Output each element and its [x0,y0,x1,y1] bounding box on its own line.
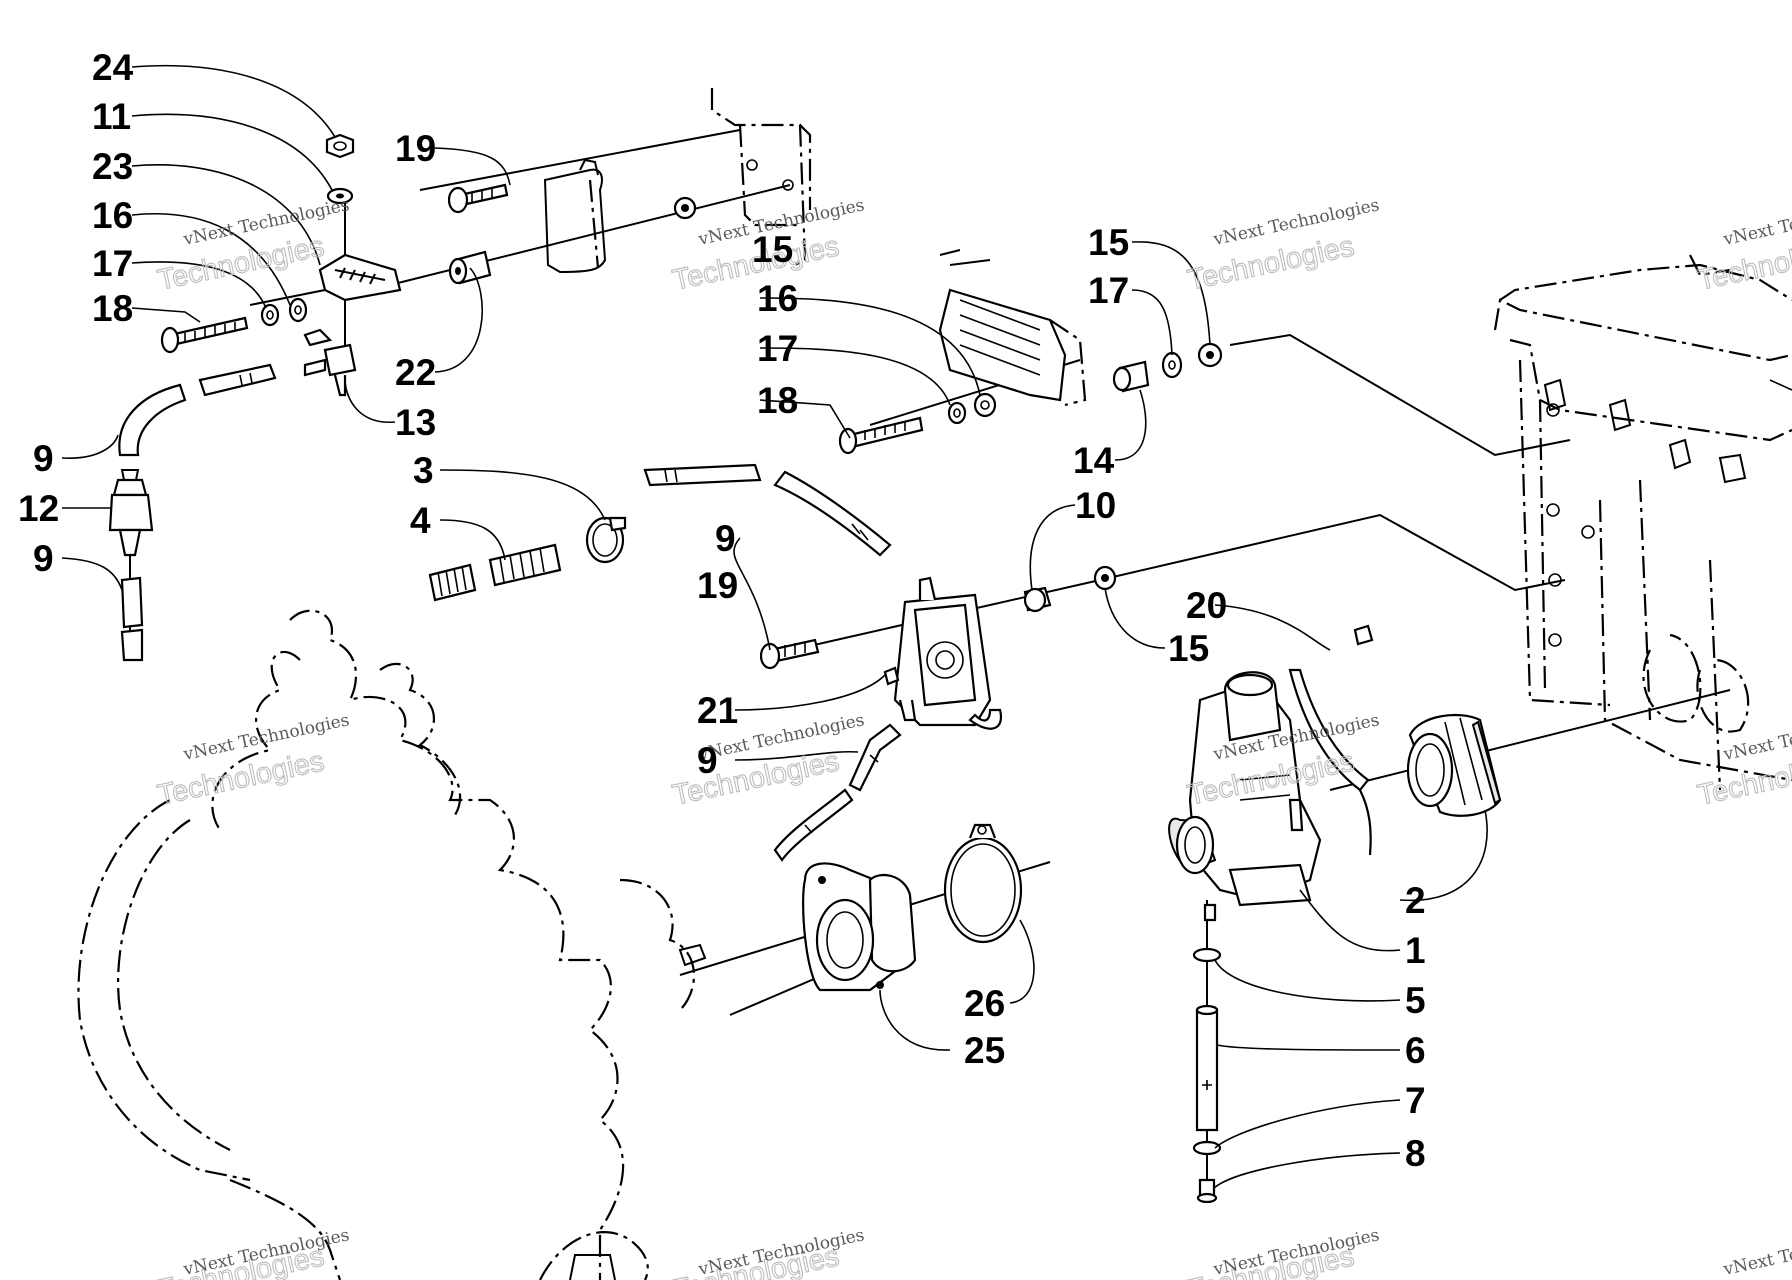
part-5-clip [1192,947,1222,963]
callout-label: 19 [395,128,436,169]
callout-label: 17 [92,243,133,284]
callout-label: 17 [757,328,798,369]
part-8-plug [1196,1178,1218,1204]
part-9-hose-lower-left [120,576,144,662]
callout-label: 16 [757,278,798,319]
callout-label: 9 [33,538,54,579]
callout-label: 8 [1405,1133,1426,1174]
part-4-springs [428,543,562,602]
part-3-clamp [585,516,627,564]
callout-label: 15 [752,229,793,270]
part-12-fuel-filter [108,469,154,557]
part-9-hose-middle [643,463,892,557]
frame-bracket [543,88,812,274]
callout-label: 2 [1405,880,1426,921]
watermark-text: Technologies [1185,230,1357,296]
watermark-text: vNext Technologies [1721,1225,1792,1280]
callout-label: 10 [1075,485,1116,526]
part-22-spacer [448,250,492,285]
callout-label: 12 [18,488,59,529]
part-26-clamp [943,823,1023,944]
callout-label: 24 [92,47,134,88]
part-17-lockwasher-far [1161,351,1183,379]
part-24-nut [325,133,355,159]
callout-label: 7 [1405,1080,1426,1121]
part-13-fuel-valve [303,328,357,397]
watermark-text: Technologies [670,745,842,811]
callout-label: 26 [964,983,1005,1024]
leader-lines [61,64,1488,1189]
part-6-drain-tube [1195,1004,1219,1132]
part-17-lockwasher-left [260,303,280,327]
callout-label: 14 [1073,440,1115,481]
callout-labels: 24 11 23 16 17 18 19 22 13 9 12 9 3 4 15… [18,47,1426,1174]
part-2-boot [1406,713,1502,817]
part-25-intake-flange [802,862,917,992]
callout-label: 15 [1168,628,1209,669]
part-19-screw-top [447,183,509,214]
part-23-bracket [318,253,402,302]
part-15-grommet-far [1197,342,1223,368]
callout-label: 3 [413,450,434,491]
watermark-text: Technologies [155,745,327,811]
callout-label: 18 [757,380,798,421]
part-9-hose-upper-left [118,363,277,457]
watermark-text: Technologies [155,230,327,296]
callout-label: 17 [1088,270,1129,311]
callout-label: 21 [697,690,738,731]
callout-label: 9 [33,438,54,479]
callout-label: 9 [697,740,718,781]
watermark-text: vNext Technologies [1721,710,1792,765]
callout-label: 23 [92,146,133,187]
callout-label: 25 [964,1030,1005,1071]
part-17-lockwasher-right [947,401,967,425]
callout-label: 19 [697,565,738,606]
callout-label: 1 [1405,930,1426,971]
part-20-fuel-pump [883,576,1003,730]
engine-outline [77,609,707,1280]
watermark-text: vNext Technologies [1721,195,1792,250]
part-18-screw-left [160,316,249,354]
part-1-carburetor [1168,671,1322,922]
part-15-grommet-top [673,196,697,220]
part-15-grommet-middle [1093,565,1117,591]
callout-label: 13 [395,402,436,443]
part-11-washer [326,187,354,205]
callout-label: 4 [410,500,431,541]
callout-label: 5 [1405,980,1426,1021]
callout-label: 22 [395,352,436,393]
callout-label: 6 [1405,1030,1426,1071]
part-18-screw-right [838,416,924,455]
callout-label: 15 [1088,222,1129,263]
part-10-spacer [1023,586,1052,613]
airbox-outline [1493,254,1792,791]
part-9-hose-carb [1288,624,1374,856]
callout-label: 18 [92,288,133,329]
part-16-washer-left [288,297,308,323]
part-21-hoses [773,723,902,862]
part-14-spacer [1112,360,1150,393]
part-16-washer-right [973,392,997,418]
callout-label: 11 [92,96,131,137]
callout-label: 20 [1186,585,1227,626]
part-7-clip [1192,1140,1222,1156]
part-electrical-connector [938,249,1087,407]
callout-label: 16 [92,195,133,236]
part-19-screw-middle [759,638,820,670]
callout-label: 9 [715,518,736,559]
